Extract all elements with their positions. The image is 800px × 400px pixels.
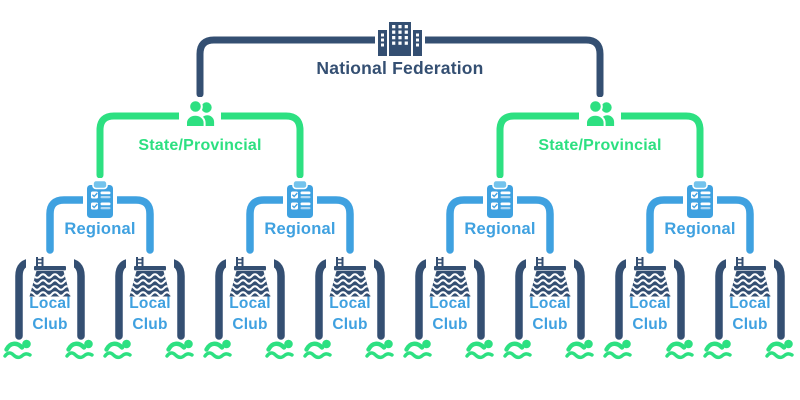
pool-icon <box>426 256 476 298</box>
pool-icon <box>26 256 76 298</box>
local-club-label: Local Club <box>29 295 71 333</box>
clipboard-icon <box>282 177 318 221</box>
local-club-label: Local Club <box>129 295 171 333</box>
state-provincial-label: State/Provincial <box>138 137 262 154</box>
swimmer-icon <box>305 340 331 358</box>
clipboard-icon <box>682 177 718 221</box>
swimmer-icon <box>405 340 431 358</box>
swimmer-icon <box>705 340 731 358</box>
swimmer-icon <box>667 340 693 358</box>
swimmer-icon <box>167 340 193 358</box>
regional-label: Regional <box>64 220 136 238</box>
regional-label: Regional <box>464 220 536 238</box>
swimmer-icon <box>5 340 31 358</box>
swimmer-icon <box>505 340 531 358</box>
local-club-label: Local Club <box>229 295 271 333</box>
pool-icon <box>326 256 376 298</box>
pool-icon <box>726 256 776 298</box>
pool-icon <box>226 256 276 298</box>
pool-icon <box>526 256 576 298</box>
swimmer-icon <box>67 340 93 358</box>
users-icon <box>578 96 622 132</box>
swimmer-icon <box>105 340 131 358</box>
swimmer-icon <box>605 340 631 358</box>
swimmer-icon <box>567 340 593 358</box>
national-federation-label: National Federation <box>316 58 484 78</box>
swimmer-icon <box>467 340 493 358</box>
local-club-label: Local Club <box>529 295 571 333</box>
users-icon <box>178 96 222 132</box>
building-icon <box>375 20 425 58</box>
clipboard-icon <box>82 177 118 221</box>
pool-icon <box>626 256 676 298</box>
swimmer-icon <box>767 340 793 358</box>
regional-label: Regional <box>264 220 336 238</box>
swimmer-icon <box>367 340 393 358</box>
state-provincial-label: State/Provincial <box>538 137 662 154</box>
pool-icon <box>126 256 176 298</box>
local-club-label: Local Club <box>729 295 771 333</box>
local-club-label: Local Club <box>329 295 371 333</box>
swimmer-icon <box>205 340 231 358</box>
swimmer-icon <box>267 340 293 358</box>
regional-label: Regional <box>664 220 736 238</box>
clipboard-icon <box>482 177 518 221</box>
local-club-label: Local Club <box>629 295 671 333</box>
local-club-label: Local Club <box>429 295 471 333</box>
